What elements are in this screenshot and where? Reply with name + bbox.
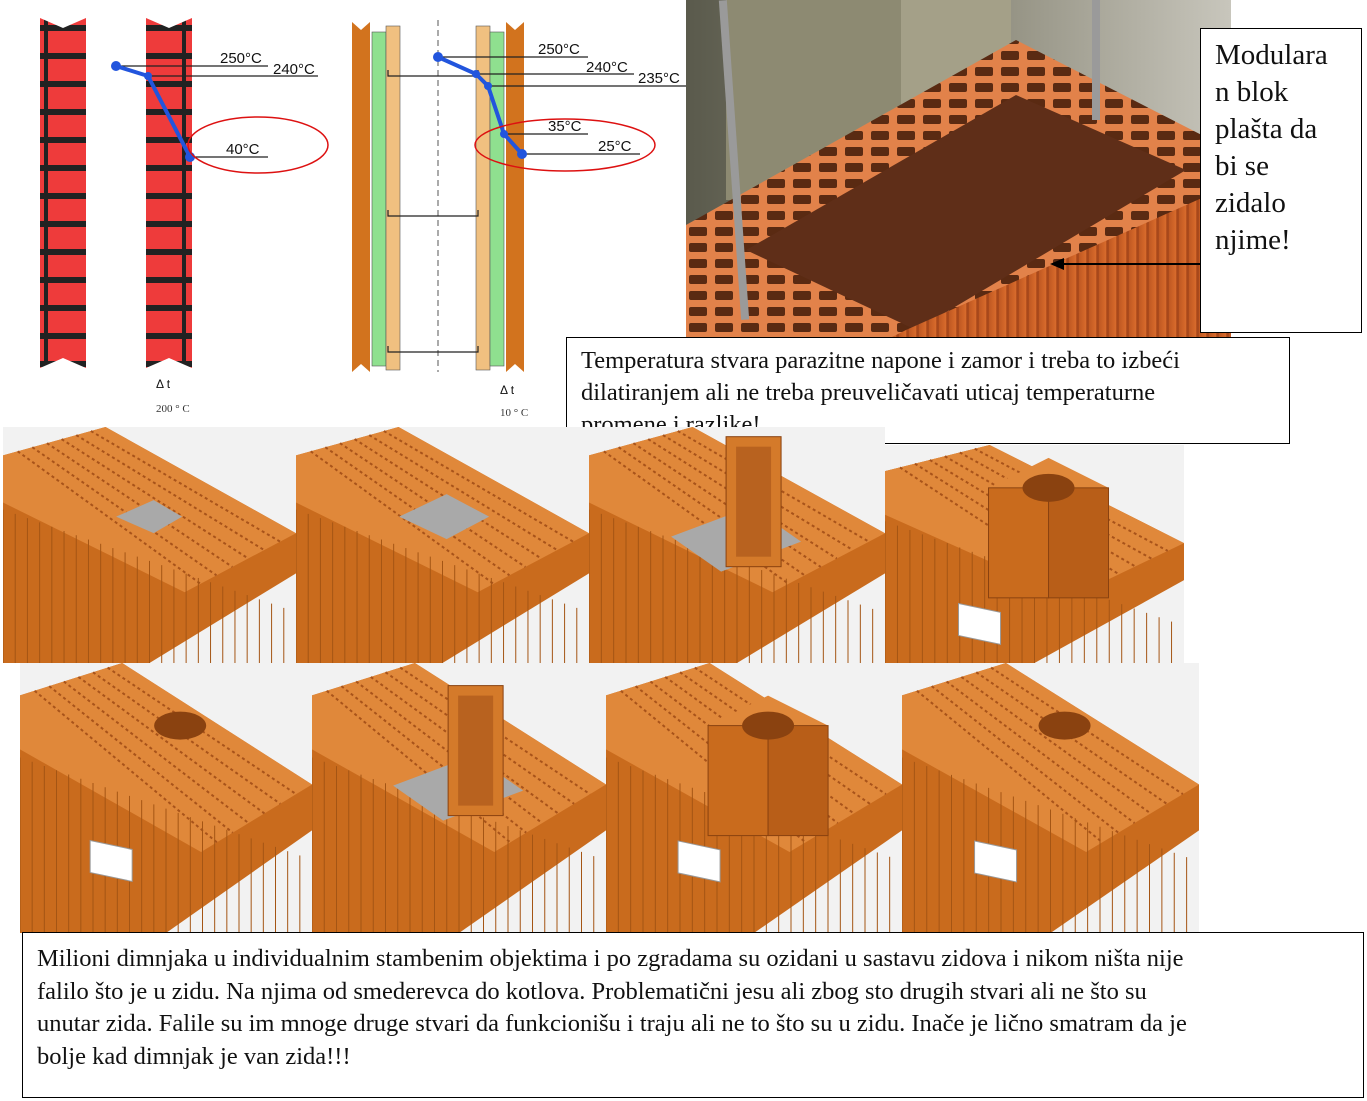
- delta-value: 200 ° C: [156, 403, 190, 415]
- callout-line: zidalo: [1215, 187, 1286, 219]
- callout-line: n blok: [1215, 76, 1289, 108]
- note-line: falilo što je u zidu. Na njima od smeder…: [37, 977, 1147, 1005]
- delta-value: 10 ° C: [500, 407, 528, 419]
- note-line: unutar zida. Falile su im mnoge druge st…: [37, 1010, 1187, 1037]
- temperature-note: Temperatura stvara parazitne napone i za…: [566, 337, 1290, 444]
- brick-column-outer: [40, 14, 86, 372]
- callout-line: Modulara: [1215, 39, 1328, 71]
- delta-label: Δ t: [156, 377, 171, 391]
- note-line: Milioni dimnjaka u individualnim stamben…: [37, 945, 1184, 972]
- chimney-wall-left: [352, 18, 401, 376]
- render-step-2: [296, 427, 589, 663]
- callout-line: njime!: [1215, 224, 1291, 256]
- render-step-4: [885, 445, 1184, 663]
- delta-label: Δ t: [500, 383, 515, 397]
- temp-label: 250°C: [220, 50, 262, 67]
- temp-label: 40°C: [226, 141, 260, 158]
- temp-label: 25°C: [598, 138, 632, 155]
- temp-label: 240°C: [586, 59, 628, 76]
- render-step-3: [589, 427, 885, 663]
- temp-label: 240°C: [273, 61, 315, 78]
- note-line: bolje kad dimnjak je van zida!!!: [37, 1042, 351, 1070]
- note-line: dilatiranjem ali ne treba preuveličavati…: [581, 379, 1156, 406]
- brick-column-inner: [146, 14, 192, 372]
- temp-label: 235°C: [638, 70, 680, 87]
- photo-callout: Modulara n blok plašta da bi se zidalo n…: [1200, 28, 1362, 333]
- highlight-ellipse-left: [187, 116, 329, 174]
- render-step-7: [606, 663, 902, 933]
- temp-label: 250°C: [538, 41, 580, 58]
- modular-block-photo: [686, 0, 1231, 340]
- highlight-ellipse-right: [474, 118, 656, 172]
- render-step-5: [20, 663, 312, 933]
- callout-line: plašta da: [1215, 113, 1318, 145]
- render-step-1: [3, 427, 296, 663]
- render-step-6: [312, 663, 606, 933]
- bottom-note: Milioni dimnjaka u individualnim stamben…: [22, 932, 1364, 1098]
- callout-line: bi se: [1215, 150, 1269, 182]
- render-step-8: [902, 663, 1199, 933]
- temp-label: 35°C: [548, 118, 582, 135]
- note-line: Temperatura stvara parazitne napone i za…: [581, 347, 1180, 374]
- chimney-wall-right: [475, 18, 524, 376]
- temperature-diagrams: 250°C 240°C 40°C Δ t 200 ° C 250°C 240°C…: [40, 14, 686, 419]
